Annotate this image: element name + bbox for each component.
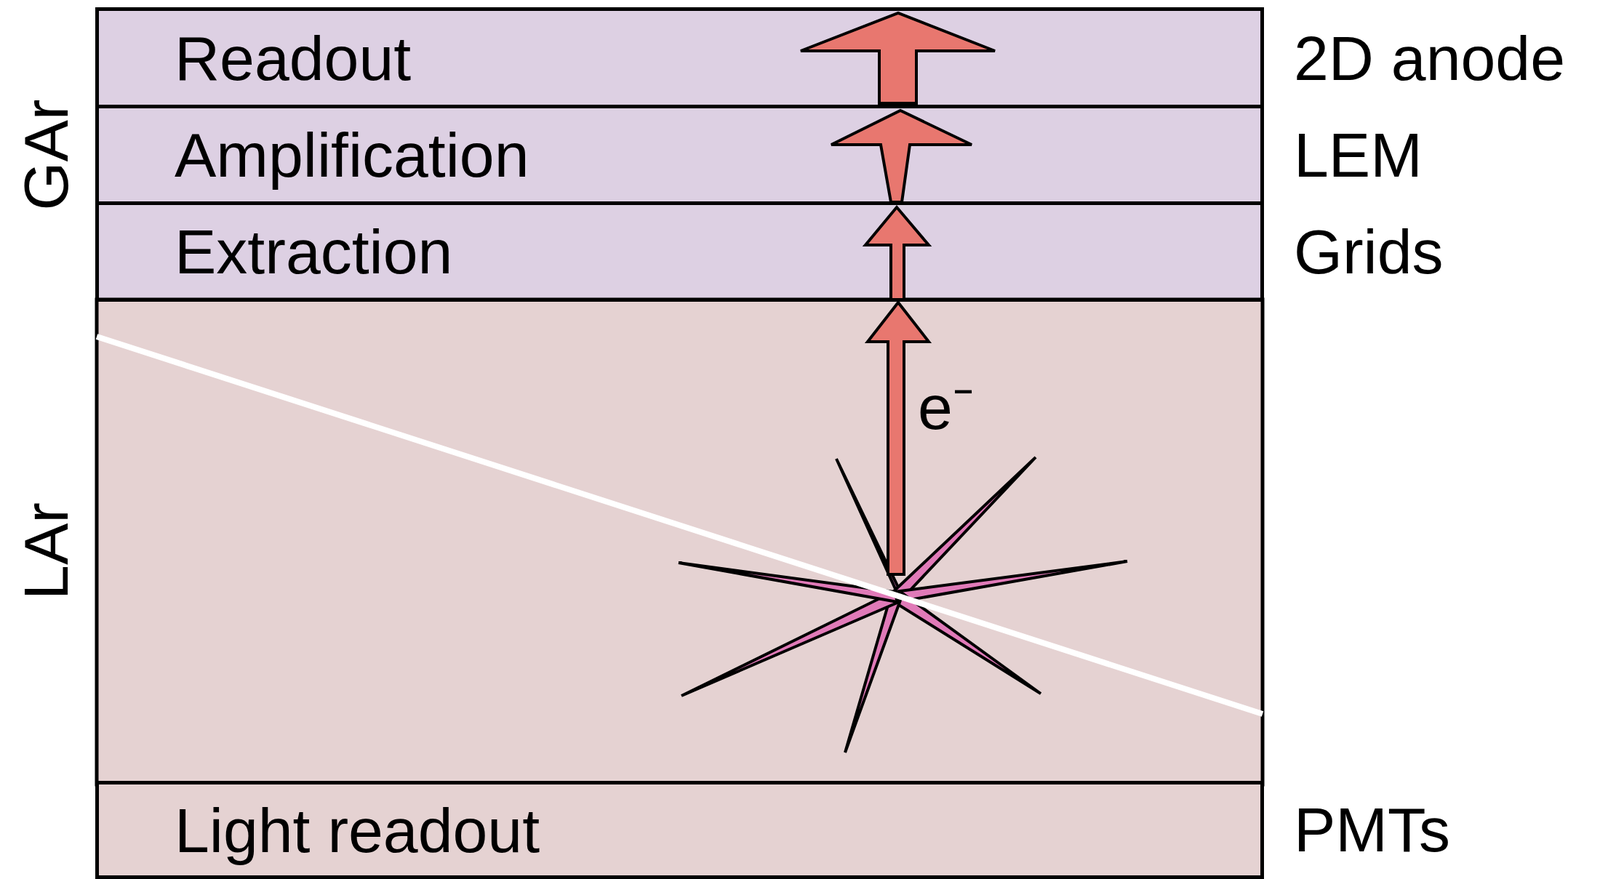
particle-track bbox=[96, 336, 1263, 715]
layer-band: Readout bbox=[95, 7, 1264, 109]
liquid-region bbox=[96, 299, 1263, 785]
layer-name: Readout bbox=[174, 26, 411, 90]
star-spike bbox=[681, 592, 899, 696]
layer-name: Light readout bbox=[174, 799, 540, 862]
component-label: 2D anode bbox=[1293, 26, 1566, 90]
star-spike bbox=[891, 592, 1041, 694]
extraction-arrow bbox=[865, 207, 929, 300]
phase-label: LAr bbox=[14, 502, 78, 600]
layer-band: Light readout bbox=[95, 781, 1264, 879]
layer-name: Amplification bbox=[174, 123, 530, 187]
gas-region bbox=[96, 8, 1263, 302]
light-region bbox=[96, 782, 1263, 878]
component-label: LEM bbox=[1293, 123, 1423, 187]
layer-band: Amplification bbox=[95, 104, 1264, 206]
layer-band: Extraction bbox=[95, 201, 1264, 302]
amplification-arrow bbox=[831, 110, 972, 203]
layer-name: Extraction bbox=[174, 220, 453, 283]
electron-label: e⁻ bbox=[917, 376, 974, 439]
readout-arrow bbox=[800, 13, 995, 104]
component-label: PMTs bbox=[1293, 798, 1451, 862]
drift-arrows bbox=[800, 13, 995, 575]
phase-label: GAr bbox=[14, 99, 78, 211]
component-label: Grids bbox=[1293, 220, 1443, 283]
star-spike bbox=[894, 561, 1128, 603]
drift-arrow bbox=[867, 302, 929, 575]
